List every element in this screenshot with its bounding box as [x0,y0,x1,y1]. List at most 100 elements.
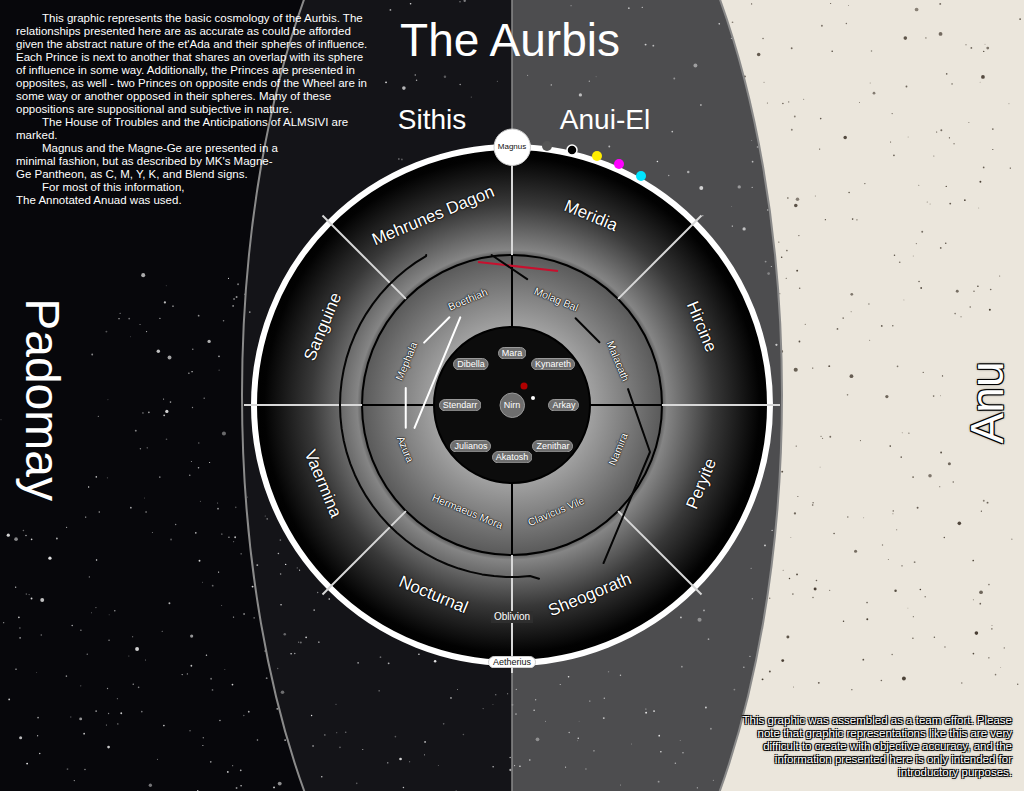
star [1010,167,1011,168]
star [135,647,139,651]
star [166,438,168,440]
star [577,740,579,742]
intro-block: This graphic represents the basic cosmol… [16,12,371,207]
star [210,678,212,680]
star [890,142,891,143]
star [207,340,210,343]
star [191,461,192,462]
star [141,273,145,277]
star [786,278,787,279]
node-text: Azura [395,434,417,464]
star [981,511,982,512]
star [790,536,792,538]
star [990,289,992,291]
node-text: Malacath [605,339,632,383]
star [218,355,220,357]
star [999,275,1000,276]
circle-outline [494,129,530,165]
star [570,5,571,6]
star [108,713,109,714]
label-holder: This graphic was assembled as a team eff… [727,714,1012,779]
star [67,768,69,770]
prince-segment: Meridia [557,193,624,237]
divider-line [323,511,406,594]
magne-ge-dot [542,141,552,151]
star [682,752,684,754]
star [95,476,97,478]
star [939,486,940,487]
pill-outline [498,347,526,358]
star [765,261,767,263]
star [652,45,654,47]
star [294,653,296,655]
star [74,780,75,781]
star [217,508,219,510]
star [743,666,745,668]
star [209,462,210,463]
intro-paragraph: For most of this information, The Annota… [16,181,206,207]
star [881,325,883,327]
star [868,303,869,304]
prince-segment: Nocturnal [392,569,475,620]
star [645,44,647,46]
star [339,746,341,748]
star [903,299,905,301]
star [284,633,287,636]
house-of-troubles-line [492,255,528,279]
star [908,433,909,434]
star [240,785,242,787]
star [912,638,913,639]
star [852,218,854,220]
star [117,698,118,699]
star [944,537,945,538]
star [128,318,130,320]
magne-ge-dot [592,151,602,161]
star [978,207,980,209]
star [168,356,172,360]
node-text: Kynareth [535,359,571,369]
star [228,278,229,279]
star [37,717,39,719]
star [902,677,906,681]
star [190,665,192,667]
star [120,313,121,314]
star [979,603,981,605]
star [812,367,813,368]
star [892,513,893,514]
star [589,81,590,82]
star [191,371,192,372]
aedra-bump: Akatosh [492,451,533,463]
star [15,668,16,669]
divider-line [244,404,362,406]
region-label: Anu [962,361,1015,443]
star [620,784,622,786]
star [107,688,108,689]
star [218,370,219,371]
star [821,25,823,27]
star [781,659,784,662]
star [693,64,697,68]
star [794,116,796,118]
star [273,786,275,788]
intro-paragraph: Magnus and the Magne-Ge are presented in… [16,142,278,181]
star [752,187,753,188]
star [199,500,201,502]
star [335,704,336,705]
star [918,185,919,186]
star [936,131,937,132]
star [992,128,994,130]
star [812,504,814,506]
star [731,205,733,207]
star [495,694,496,695]
star [157,349,160,352]
star [203,737,205,739]
star [653,710,655,712]
star [956,290,959,293]
aetherius-pill: Aetherius [488,656,536,668]
star [232,305,234,307]
star [816,580,818,582]
star [98,416,99,417]
star [893,155,895,157]
star [757,53,760,56]
